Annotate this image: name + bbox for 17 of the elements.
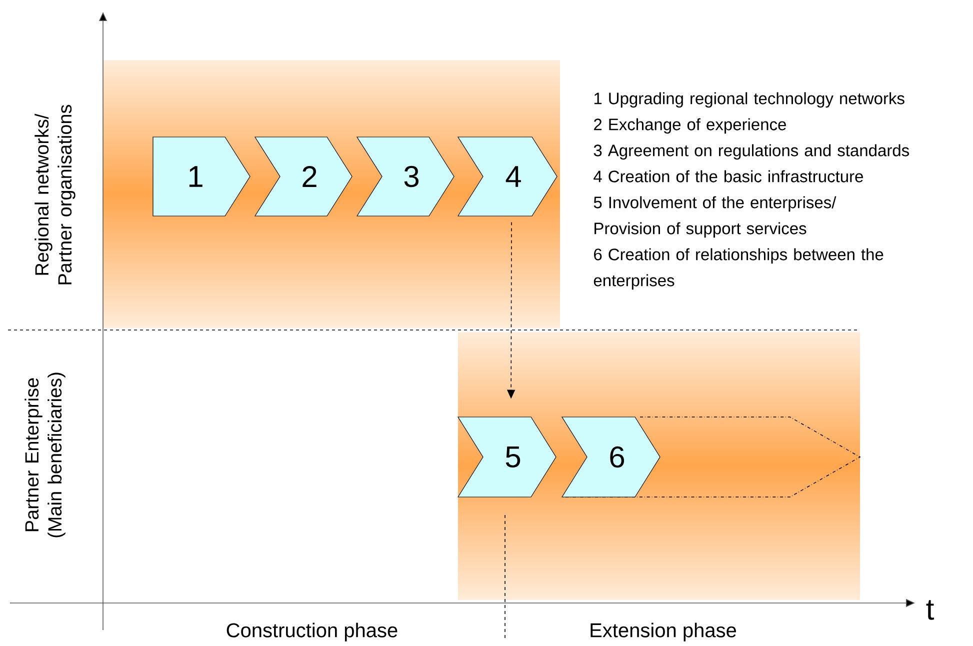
step-box: 1 — [152, 136, 250, 216]
list-item: 4 Creation of the basic infrastructure — [594, 170, 863, 182]
phase-label: Construction phase — [226, 622, 398, 642]
phase-label: Extension phase — [590, 622, 736, 642]
step-box: 2 — [254, 136, 352, 216]
step-box: 6 — [561, 416, 660, 498]
axis-label: Partner Enterprise (Main beneficiaries) — [24, 372, 66, 538]
list-item: 6 Creation of relationships between the enterprises — [594, 248, 884, 290]
axis-label: Regional networks/ Partner organisations — [34, 104, 76, 284]
list-item: 2 Exchange of experience — [594, 118, 786, 134]
axis-label: t — [926, 600, 934, 620]
step-box: 3 — [356, 136, 454, 216]
list-item: 1 Upgrading regional technology networks — [594, 92, 904, 108]
list-item: 5 Involvement of the enterprises/ Provision of support services — [594, 196, 836, 238]
step-box: 4 — [457, 136, 558, 216]
list-item: 3 Agreement on regulations and standards — [594, 144, 909, 160]
step-box: 5 — [457, 416, 556, 498]
